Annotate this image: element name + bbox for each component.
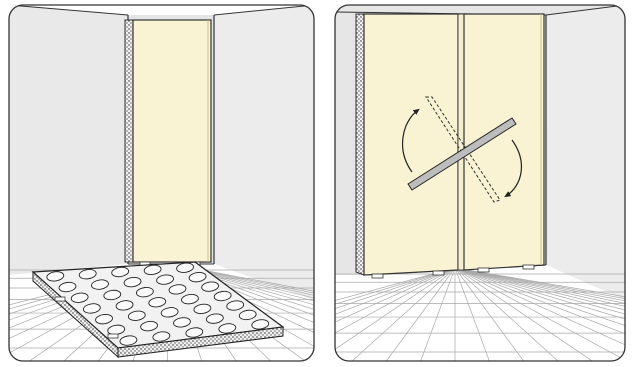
adhesive-dot	[70, 292, 89, 303]
adhesive-dot	[201, 281, 220, 292]
tile-line	[455, 267, 625, 361]
tile-line	[455, 267, 625, 361]
rotate-arrow-counterclockwise-icon	[504, 139, 522, 198]
tile-line	[335, 267, 455, 361]
tile-line	[454, 267, 608, 361]
mortar-dab	[477, 267, 490, 273]
tile-line	[454, 267, 494, 361]
tile-line	[170, 263, 314, 361]
level-tool-ghost	[425, 96, 501, 203]
adhesive-dot	[103, 289, 122, 301]
adhesive-dot	[238, 309, 257, 321]
tile-line	[455, 267, 625, 361]
adhesive-dot	[185, 327, 204, 338]
tile-line	[170, 263, 314, 361]
level-tool-icon	[407, 117, 517, 191]
adhesive-dot	[213, 290, 232, 302]
tile-line	[455, 267, 625, 361]
adhesive-dot	[148, 297, 167, 308]
mortar-dab	[522, 264, 535, 270]
board-edge-texture	[355, 13, 365, 276]
adhesive-dot	[173, 317, 191, 328]
adhesive-dot	[251, 319, 270, 330]
left-side-wall	[9, 5, 128, 275]
tile-line	[455, 267, 625, 361]
board-seam	[457, 13, 465, 271]
adhesive-dot	[127, 310, 146, 321]
adhesive-dot	[115, 300, 134, 311]
right-side-wall	[214, 5, 314, 300]
mounted-board-right	[463, 13, 545, 271]
adhesive-dot	[156, 274, 174, 285]
right-side-wall	[546, 5, 625, 300]
tile-line	[335, 267, 455, 361]
tile-line	[340, 267, 456, 361]
adhesive-dot	[46, 271, 65, 282]
adhesive-dot	[78, 269, 97, 280]
mounted-board-left	[363, 13, 459, 276]
panel-right-frame	[334, 4, 626, 362]
adhesive-dot	[176, 262, 194, 273]
adhesive-dot	[152, 331, 171, 342]
adhesive-dot	[58, 281, 77, 293]
tile-line	[416, 267, 456, 361]
ceiling-line	[9, 5, 129, 16]
board-on-floor	[31, 261, 285, 359]
tile-line	[454, 267, 570, 361]
adhesive-dot	[181, 293, 199, 305]
tile-line	[335, 267, 456, 361]
adhesive-dot	[82, 303, 101, 314]
mortar-dab	[371, 273, 384, 279]
tile-line	[170, 263, 314, 361]
rotate-arrow-clockwise-icon	[402, 108, 420, 173]
adhesive-dot	[188, 272, 207, 283]
tile-line	[378, 267, 456, 361]
mortar-dab	[432, 270, 445, 276]
tile-line	[455, 267, 625, 361]
tile-line	[170, 263, 314, 361]
tile-line	[454, 267, 532, 361]
adhesive-dot	[193, 303, 212, 315]
tile-line	[455, 267, 625, 361]
adhesive-dot	[123, 276, 142, 288]
adhesive-dot	[205, 313, 224, 324]
mortar-dab	[54, 296, 66, 302]
adhesive-dot	[91, 279, 109, 290]
adhesive-dot	[226, 300, 245, 311]
tile-line	[170, 263, 314, 361]
ceiling-line	[213, 5, 314, 16]
floor-tiles	[335, 267, 625, 361]
tile-line	[335, 267, 455, 361]
adhesive-dot	[111, 266, 130, 278]
mounted-board	[132, 19, 212, 263]
board-side-front	[117, 326, 284, 358]
adhesive-dot	[218, 323, 237, 334]
adhesive-dot	[168, 284, 187, 295]
tile-line	[455, 267, 625, 361]
adhesive-dot	[95, 313, 113, 325]
panel-left	[9, 5, 314, 361]
adhesive-dots	[46, 262, 270, 346]
adhesive-dot	[143, 264, 162, 276]
ceiling-line	[545, 5, 625, 16]
tile-line	[170, 263, 314, 361]
board-edge-texture	[124, 19, 134, 263]
tile-line	[455, 267, 625, 361]
tile-line	[170, 263, 314, 361]
tile-line	[335, 267, 455, 361]
adhesive-dot	[119, 335, 138, 346]
tile-line	[335, 267, 455, 361]
mortar-dab	[107, 333, 119, 339]
tile-line	[455, 267, 625, 361]
adhesive-dot	[160, 307, 179, 318]
adhesive-dot	[136, 287, 154, 298]
adhesive-dot	[140, 320, 158, 332]
tile-line	[455, 267, 625, 361]
tile-line	[335, 267, 455, 361]
panel-right	[335, 5, 625, 361]
panel-left-frame	[8, 4, 315, 362]
tile-line	[455, 267, 625, 361]
